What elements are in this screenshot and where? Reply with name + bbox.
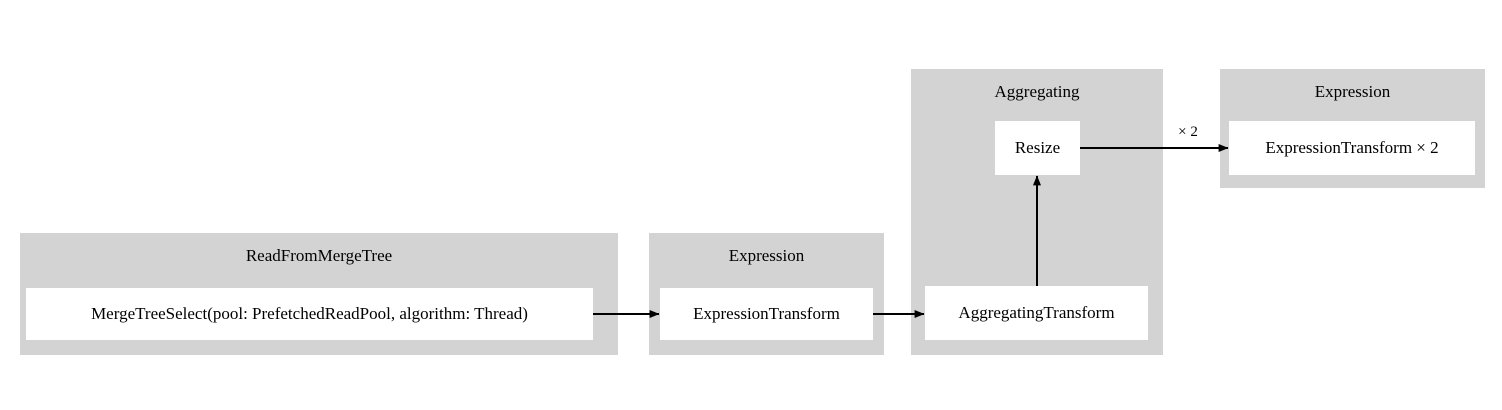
node-aggregating-transform[interactable]: AggregatingTransform: [925, 286, 1148, 340]
node-merge-tree-select[interactable]: MergeTreeSelect(pool: PrefetchedReadPool…: [26, 288, 593, 340]
cluster-label-read-from-merge-tree: ReadFromMergeTree: [245, 246, 393, 265]
node-expression-transform-x2[interactable]: ExpressionTransform × 2: [1229, 121, 1475, 175]
node-expression-transform[interactable]: ExpressionTransform: [660, 288, 873, 340]
cluster-label-aggregating: Aggregating: [994, 82, 1080, 101]
cluster-label-expression-1: Expression: [728, 246, 805, 265]
cluster-label-expression-2: Expression: [1314, 82, 1391, 101]
node-resize[interactable]: Resize: [995, 121, 1080, 175]
edge-label-resize-to-expression-transform-x2: × 2: [1178, 124, 1198, 140]
